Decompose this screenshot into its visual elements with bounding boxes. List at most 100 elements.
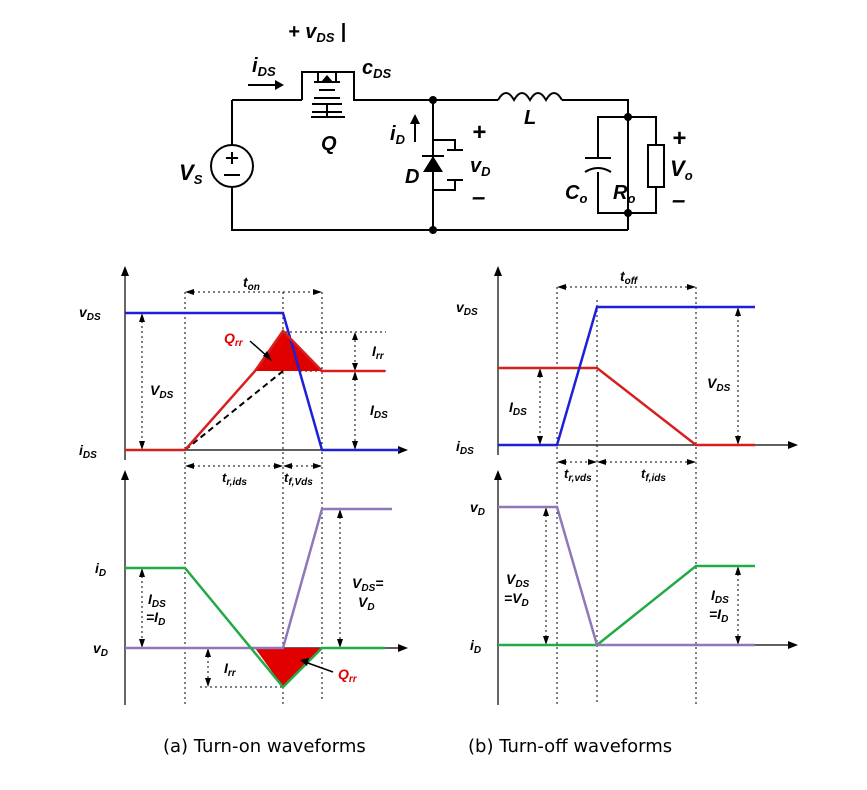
svg-text:Qrr: Qrr xyxy=(338,666,358,685)
svg-text:tr,vds: tr,vds xyxy=(564,466,592,484)
tf-ids-label: t xyxy=(641,466,646,481)
svg-text:vDS: vDS xyxy=(79,304,101,323)
ids-magnitude-label-off: I xyxy=(509,399,514,415)
svg-text:tr,ids: tr,ids xyxy=(222,470,247,488)
ids-label: i xyxy=(252,55,258,77)
svg-text:IDS: IDS xyxy=(148,591,166,610)
svg-text:IDS: IDS xyxy=(711,587,729,606)
vo-label: V xyxy=(670,156,687,181)
ids-waveform xyxy=(125,329,385,452)
svg-text:VDS: VDS xyxy=(506,571,530,590)
ids-equals-label: I xyxy=(148,591,153,607)
ids-magnitude-label: I xyxy=(370,402,375,418)
vd-waveform-off xyxy=(498,505,755,647)
svg-text:Vo: Vo xyxy=(670,156,693,183)
ids-equals-label-off: I xyxy=(711,587,716,603)
svg-text:IDS: IDS xyxy=(370,402,388,421)
svg-text:tf,Vds: tf,Vds xyxy=(284,470,313,488)
svg-text:VD: VD xyxy=(358,594,375,613)
q-label: Q xyxy=(321,133,337,155)
svg-text:+ vDS|: + vDS| xyxy=(288,21,346,45)
t-off-label: t xyxy=(620,268,626,284)
id-axis-label-off: i xyxy=(470,637,475,653)
svg-text:vD: vD xyxy=(470,155,491,179)
svg-text:+: + xyxy=(472,119,486,146)
svg-text:IDS: IDS xyxy=(509,399,527,418)
id-waveform xyxy=(125,566,385,689)
vd-axis-label-off: v xyxy=(470,499,479,515)
svg-text:+: + xyxy=(672,125,686,152)
vs-label: V xyxy=(179,160,196,185)
qrr-area xyxy=(255,331,322,371)
vds-axis-label: v xyxy=(79,304,88,320)
svg-text:Irr: Irr xyxy=(372,343,385,362)
id-axis-label: i xyxy=(95,560,100,576)
vds-equals-label-off: V xyxy=(506,571,517,587)
svg-text:ton: ton xyxy=(243,274,260,293)
vds-equals-label: V xyxy=(352,575,363,591)
vds-axis-label-off: v xyxy=(456,299,465,315)
co-label: C xyxy=(565,182,580,204)
svg-text:Qrr: Qrr xyxy=(224,330,244,349)
svg-text:iDS: iDS xyxy=(79,442,97,461)
svg-text:cDS: cDS xyxy=(362,57,392,81)
d-label: D xyxy=(405,166,419,188)
qrr-area xyxy=(255,648,322,687)
circuit-schematic: + vDS| iDS cDS Q VS iD D + vD – L Co Ro … xyxy=(179,21,693,234)
tr-ids-label: t xyxy=(222,470,227,485)
qrr-lower-label: Q xyxy=(338,666,349,682)
svg-text:VDS: VDS xyxy=(707,375,731,394)
vds-magnitude-label-off: V xyxy=(707,375,718,391)
svg-text:Co: Co xyxy=(565,182,587,206)
svg-text:vD: vD xyxy=(93,640,108,659)
current-arrow-icon xyxy=(275,80,284,90)
svg-text:–: – xyxy=(672,187,685,214)
t-on-label: t xyxy=(243,274,249,290)
id-waveform-off xyxy=(498,564,755,647)
svg-text:VDS=: VDS= xyxy=(352,575,383,594)
irr-lower-label: I xyxy=(224,660,229,676)
ids-axis-label-off: i xyxy=(456,438,461,454)
svg-text:Ro: Ro xyxy=(613,182,635,206)
svg-text:Irr: Irr xyxy=(224,660,237,679)
cds-label: c xyxy=(362,57,373,79)
svg-text:=VD: =VD xyxy=(504,590,529,609)
id-label: i xyxy=(390,123,396,145)
vds-magnitude-label: V xyxy=(150,382,161,398)
ro-label: R xyxy=(613,182,628,204)
caption-turn-off: (b) Turn-off waveforms xyxy=(468,736,672,757)
vds-waveform-off xyxy=(498,305,755,447)
vd-axis-label: v xyxy=(93,640,102,656)
tr-vds-label: t xyxy=(564,466,569,481)
svg-text:=ID: =ID xyxy=(709,606,728,625)
svg-text:=ID: =ID xyxy=(146,609,165,628)
turn-off-panel: toff vDS iDS IDS VDS tr,vds tf,ids vD iD… xyxy=(456,266,798,705)
turn-on-panel: ton vDS iDS Qrr Irr VDS IDS tr,ids tf,Vd… xyxy=(79,266,408,705)
tf-vds-label: t xyxy=(284,470,289,485)
vd-label: v xyxy=(470,155,483,177)
l-label: L xyxy=(524,107,536,129)
resistor-symbol xyxy=(647,144,665,188)
vds-label: + v xyxy=(288,21,318,43)
vd-waveform xyxy=(125,507,392,650)
svg-text:toff: toff xyxy=(620,268,639,287)
ids-waveform-off xyxy=(498,366,755,447)
qrr-label: Q xyxy=(224,330,235,346)
svg-text:–: – xyxy=(472,184,485,211)
inductor-symbol xyxy=(497,92,563,103)
current-arrow-icon xyxy=(410,114,420,124)
svg-text:VS: VS xyxy=(179,160,203,187)
ids-axis-label: i xyxy=(79,442,84,458)
svg-text:iDS: iDS xyxy=(456,438,474,457)
svg-text:iD: iD xyxy=(95,560,106,579)
mosfet-symbol xyxy=(301,71,433,118)
caption-turn-on: (a) Turn-on waveforms xyxy=(163,736,366,757)
svg-text:iD: iD xyxy=(390,123,406,147)
svg-text:VDS: VDS xyxy=(150,382,174,401)
voltage-source-symbol xyxy=(210,144,254,188)
irr-label: I xyxy=(372,343,377,359)
svg-text:vDS: vDS xyxy=(456,299,478,318)
diode-symbol xyxy=(422,100,463,230)
svg-text:iD: iD xyxy=(470,637,481,656)
